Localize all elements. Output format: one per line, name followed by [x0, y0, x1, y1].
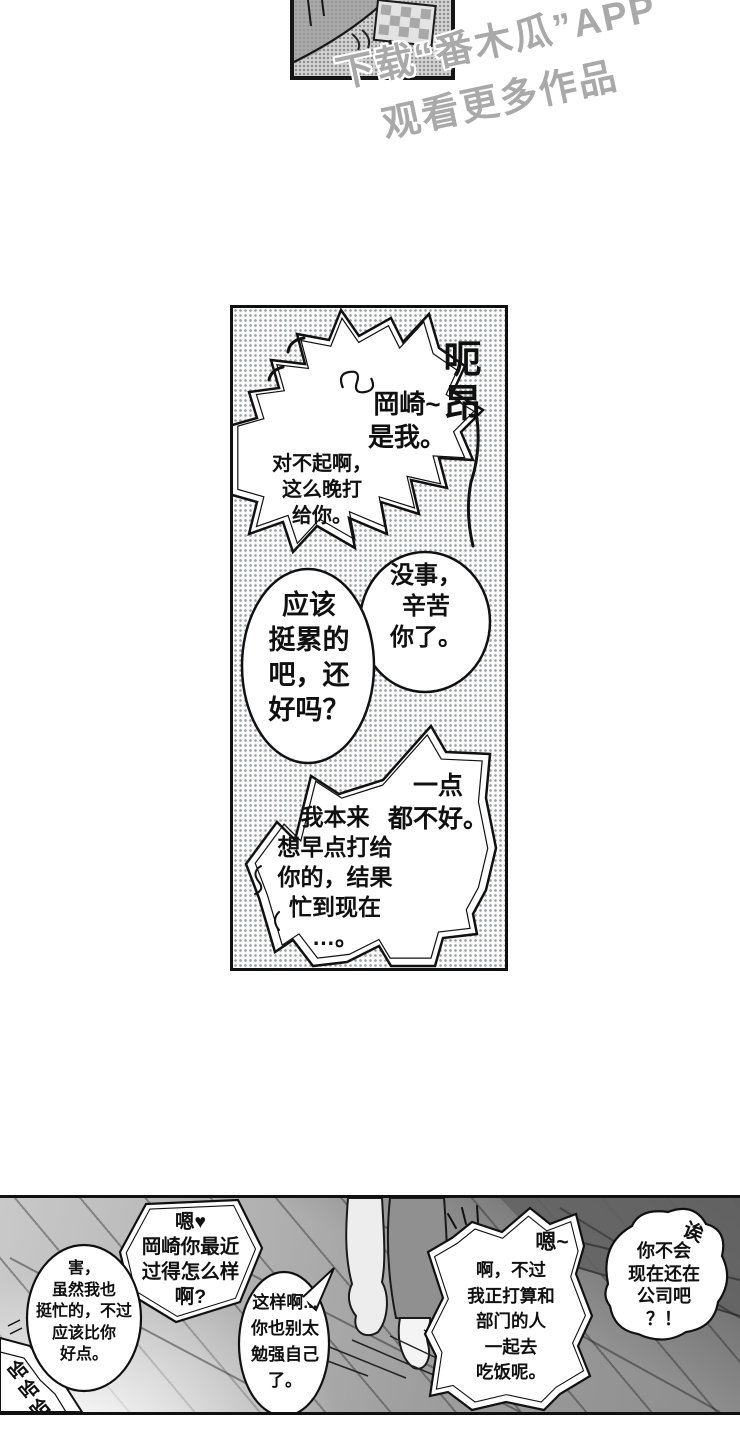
- complaint-main-text: 我本来 想早点打给 你的，结果 忙到现在 …。: [277, 804, 393, 950]
- scribble-icon: [339, 370, 375, 394]
- strap-lines: [384, 39, 403, 76]
- humble-bubble-text: 害， 虽然我也 挺忙的，不过 应该比你 好点。: [35, 1260, 132, 1363]
- complaint-lead-text: 一点 都不好。: [387, 772, 488, 833]
- surprise-bubble-text: 你不会 现在还在 公司吧 ？！: [628, 1241, 700, 1329]
- finger-lines: [351, 29, 371, 51]
- caller-bubble-sub-text: 对不起啊， 这么晚打 给你。: [272, 453, 372, 527]
- question-bubble: [118, 1198, 264, 1324]
- complaint-bubble: [244, 723, 498, 968]
- top-cropped-panel: [290, 0, 455, 80]
- checkered-phone-charm: [372, 0, 437, 47]
- hair-strokes: [307, 0, 325, 27]
- concern-bubble-text: 这样啊... 你也别太 勉强自己 了。: [251, 1293, 319, 1390]
- question-bubble-text: 嗯♥ 岡崎你最近 过得怎么样 啊?: [141, 1211, 240, 1308]
- dinner-bubble-head-text: 嗯~: [535, 1231, 569, 1254]
- dinner-bubble-body-text: 啊，不过 我正打算和 部门的人 一起去 吃饭呢。: [467, 1260, 555, 1382]
- walking-legs: [297, 1198, 485, 1379]
- reply-bubble-left-text: 应该 挺累的 吧，还 好吗？: [268, 590, 350, 725]
- shadow-hatch: [297, 1329, 485, 1379]
- phone-voice-bubble: [233, 308, 486, 555]
- sfx-text: 呃昂: [437, 339, 479, 427]
- humble-bubble: [25, 1243, 143, 1393]
- dinner-bubble: [423, 1206, 594, 1412]
- emphasis-ticks-icon: [447, 1205, 479, 1229]
- curl-marks-icon: [254, 865, 280, 931]
- bare-leg: [345, 1198, 388, 1337]
- walking-scene-panel: 嗯♥ 岡崎你最近 过得怎么样 啊? 害， 虽然我也 挺忙的，不过 应该比你 好点…: [0, 1195, 740, 1415]
- jacket-shade: [294, 0, 386, 64]
- reply-bubble-right-text: 没事， 辛苦 你了。: [390, 562, 462, 651]
- concern-bubble: [237, 1267, 335, 1412]
- heel-foot: [397, 1317, 432, 1370]
- top-panel-art: [294, 0, 437, 76]
- surprise-bubble: [604, 1207, 729, 1341]
- sweat-marks-icon: [267, 336, 306, 382]
- sfx-elongation-line: [466, 416, 480, 548]
- reply-bubble: [240, 550, 492, 765]
- floor-plank-lines: [9, 1207, 740, 1412]
- phone-call-panel: 呃昂 岡崎~ 是我。 对不起啊， 这么晚打 给你。 应该 挺累的 吧，还 好吗？…: [230, 305, 508, 971]
- caller-bubble-main-text: 岡崎~ 是我。: [367, 389, 446, 452]
